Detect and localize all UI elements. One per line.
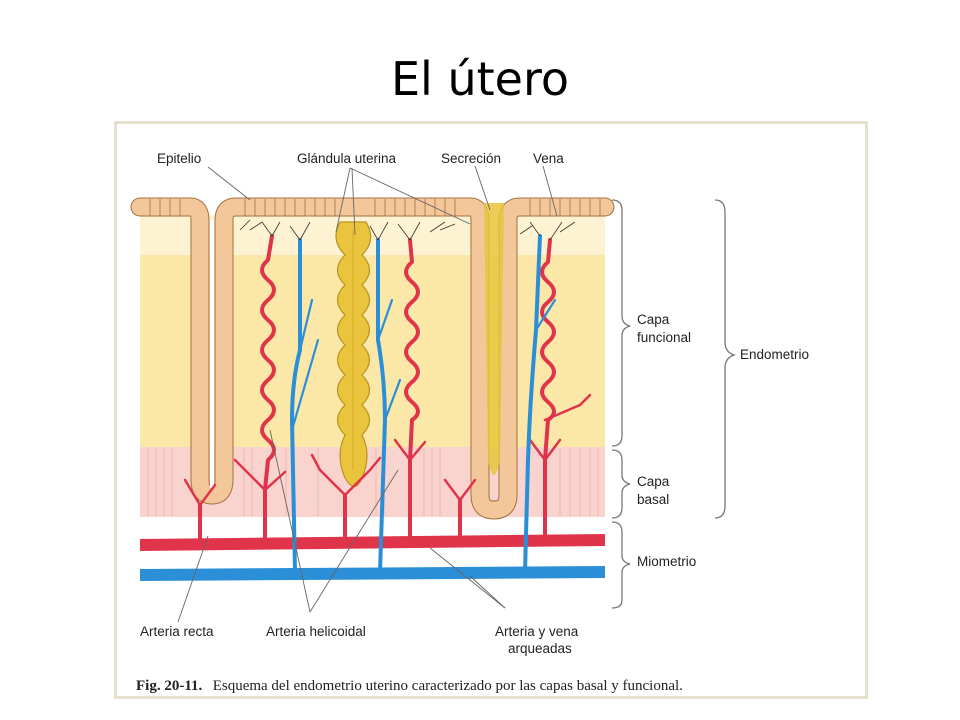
arcuate-vein [139, 566, 606, 581]
epithelium [130, 197, 615, 520]
spiral-arteries [260, 234, 556, 492]
uterine-gland [335, 221, 372, 488]
label-arteria-vena-2: arqueadas [508, 641, 572, 656]
label-arteria-recta: Arteria recta [140, 624, 214, 639]
layer-braces [611, 199, 737, 609]
basal-artery-branches [183, 393, 592, 507]
myometrium [140, 517, 605, 602]
functional-layer-top [140, 215, 605, 255]
veins [290, 234, 557, 574]
label-capa-basal-1: Capa [637, 474, 670, 489]
label-miometrio: Miometrio [637, 554, 696, 569]
caption-number: Fig. 20-11. [136, 678, 202, 694]
caption-text: Esquema del endometrio uterino caracteri… [213, 678, 683, 694]
label-epitelio: Epitelio [157, 151, 201, 166]
basal-striations [147, 448, 599, 516]
figure-caption: Fig. 20-11. Esquema del endometrio uteri… [136, 677, 683, 694]
label-arteria-helicoidal: Arteria helicoidal [266, 624, 366, 639]
epithelium-cells [149, 199, 601, 216]
label-glandula-uterina: Glándula uterina [297, 151, 397, 166]
capillary-network [239, 219, 576, 241]
label-endometrio: Endometrio [740, 347, 809, 362]
label-capa-funcional-1: Capa [637, 312, 670, 327]
arcuate-artery [139, 534, 606, 551]
straight-arteries [198, 458, 547, 542]
label-arteria-vena-1: Arteria y vena [495, 624, 579, 639]
label-capa-basal-2: basal [637, 492, 669, 507]
gland-secretion [484, 203, 504, 475]
label-capa-funcional-2: funcional [637, 330, 691, 345]
label-secrecion: Secreción [441, 151, 501, 166]
basal-layer [140, 447, 605, 517]
label-vena: Vena [533, 151, 564, 166]
leader-lines [177, 165, 558, 623]
slide-title: El útero [390, 52, 569, 106]
